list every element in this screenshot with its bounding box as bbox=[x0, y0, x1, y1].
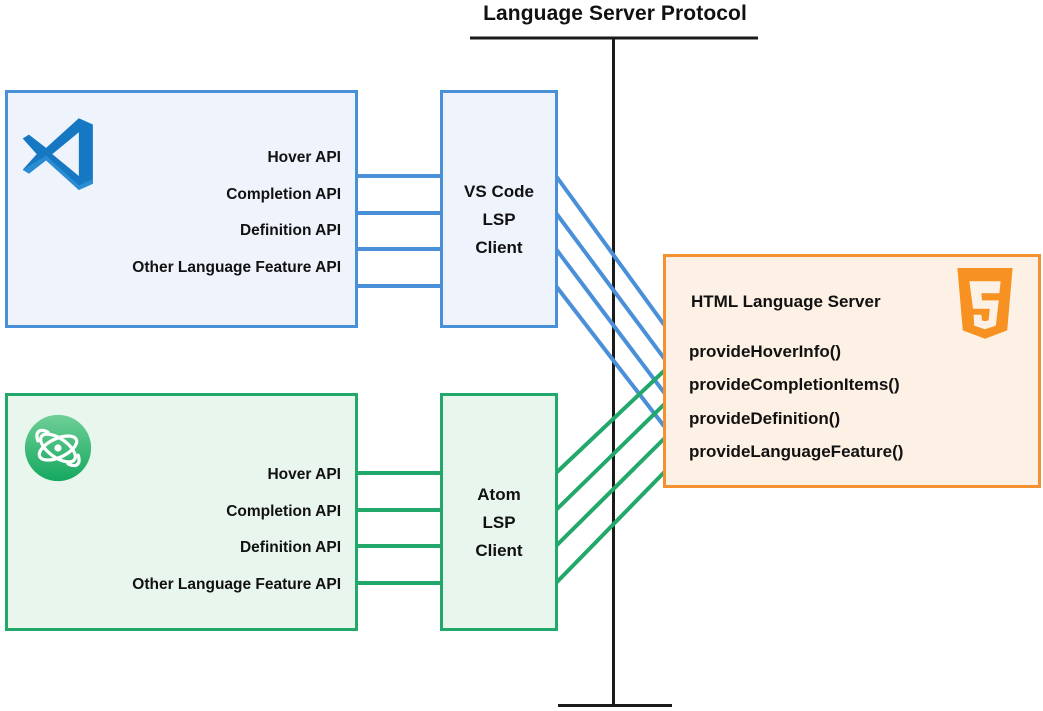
vscode-client-line-1: VS Code bbox=[464, 182, 534, 201]
vscode-api-label-definition: Definition API bbox=[239, 222, 341, 239]
vscode-api-label-other: Other Language Feature API bbox=[132, 259, 341, 276]
atom-api-label-hover: Hover API bbox=[267, 466, 341, 483]
vscode-api-connectors bbox=[347, 167, 442, 295]
atom-client-line-3: Client bbox=[475, 541, 523, 560]
atom-lsp-client-box: Atom LSP Client bbox=[440, 393, 558, 631]
vscode-client-line-2: LSP bbox=[482, 210, 516, 229]
atom-api-connectors bbox=[347, 464, 442, 592]
atom-api-label-completion: Completion API bbox=[226, 503, 341, 520]
server-method-provide-completion-items: provideCompletionItems() bbox=[689, 375, 900, 394]
vscode-api-label-completion: Completion API bbox=[226, 186, 341, 203]
vscode-to-server-wires bbox=[554, 174, 686, 454]
atom-api-label-definition: Definition API bbox=[239, 539, 341, 556]
vscode-logo-icon bbox=[22, 118, 93, 190]
server-method-provide-hover-info: provideHoverInfo() bbox=[689, 342, 842, 361]
html5-logo-icon bbox=[957, 268, 1013, 339]
vscode-editor-panel: Hover API Completion API Definition API … bbox=[5, 90, 358, 328]
atom-client-line-1: Atom bbox=[477, 485, 521, 504]
protocol-title: Language Server Protocol bbox=[483, 2, 747, 25]
vscode-lsp-client-box: VS Code LSP Client bbox=[440, 90, 558, 328]
server-title: HTML Language Server bbox=[691, 292, 881, 311]
vscode-client-line-3: Client bbox=[475, 238, 523, 257]
atom-api-label-other: Other Language Feature API bbox=[132, 576, 341, 593]
server-method-provide-definition: provideDefinition() bbox=[689, 409, 841, 428]
vscode-api-label-hover: Hover API bbox=[267, 149, 341, 166]
atom-client-line-2: LSP bbox=[482, 513, 516, 532]
server-method-provide-language-feature: provideLanguageFeature() bbox=[689, 442, 904, 461]
atom-logo-icon bbox=[24, 414, 92, 482]
atom-to-server-wires bbox=[554, 350, 686, 585]
